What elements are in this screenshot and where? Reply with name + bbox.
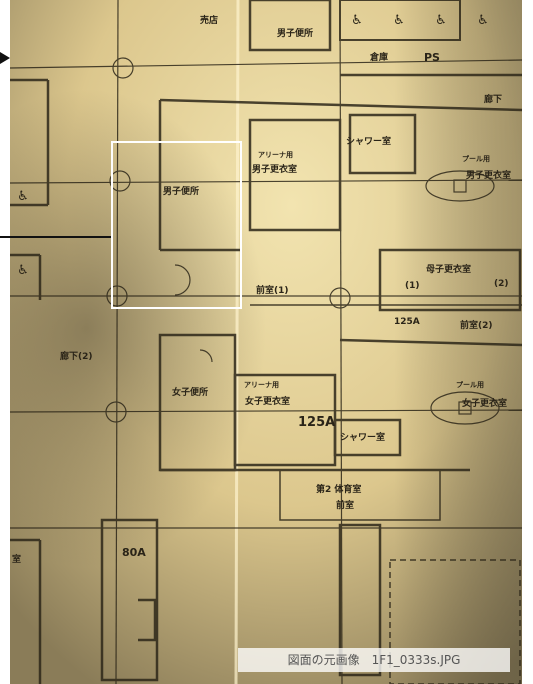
room-label-arena-top: アリーナ用	[258, 151, 293, 159]
room-label-womens-locker-pool: 女子更衣室	[462, 399, 508, 409]
room-label-code-125a-bottom: 125A	[298, 415, 336, 430]
wheelchair-icon: ♿	[351, 13, 363, 28]
room-label-left: 室	[12, 555, 22, 565]
room-label-mother-child-locker: 母子更衣室	[426, 265, 472, 275]
room-label-code-80a: 80A	[122, 546, 146, 559]
room-label-shop: 売店	[200, 16, 219, 26]
room-label-shower-bottom: シャワー室	[340, 433, 386, 443]
room-label-anteroom-1: 前室(1)	[256, 286, 289, 296]
room-label-arena-bottom: アリーナ用	[244, 381, 279, 389]
room-label-storage: 倉庫	[370, 53, 389, 63]
room-label-pool-top: プール用	[462, 155, 490, 163]
room-label-womens-locker-arena: 女子更衣室	[245, 397, 291, 407]
arrow-right-icon	[0, 52, 10, 64]
room-label-mens-locker-arena: 男子更衣室	[252, 165, 298, 175]
room-label-mc-2: (2)	[494, 279, 509, 289]
wheelchair-icon: ♿	[477, 13, 489, 28]
wheelchair-icon: ♿	[393, 13, 405, 28]
room-label-mens-locker-pool: 男子更衣室	[466, 171, 512, 181]
room-label-code-125a-top: 125A	[394, 317, 420, 327]
leader-line	[0, 236, 112, 238]
room-label-womens-toilet: 女子便所	[172, 388, 209, 398]
room-label-mens-toilet-mid: 男子便所	[163, 187, 200, 197]
wheelchair-icon: ♿	[17, 189, 29, 204]
blueprint-photo	[10, 0, 522, 684]
room-label-gym2-anteroom: 前室	[336, 501, 355, 511]
room-label-corridor-f2: 廊下(2)	[60, 352, 93, 362]
highlight-box	[111, 141, 242, 309]
room-label-mens-toilet-top: 男子便所	[277, 29, 314, 39]
wheelchair-icon: ♿	[435, 13, 447, 28]
room-label-gym2: 第2 体育室	[316, 485, 362, 495]
room-label-anteroom-2: 前室(2)	[460, 321, 493, 331]
room-label-shower-top: シャワー室	[346, 137, 392, 147]
image-caption: 図面の元画像 1F1_0333s.JPG	[238, 648, 510, 672]
room-label-corridor-top: 廊下	[484, 95, 503, 105]
room-label-pool-bottom: プール用	[456, 381, 484, 389]
wheelchair-icon: ♿	[17, 263, 29, 278]
room-label-mc-1: (1)	[405, 281, 420, 291]
room-label-ps: PS	[424, 51, 440, 64]
